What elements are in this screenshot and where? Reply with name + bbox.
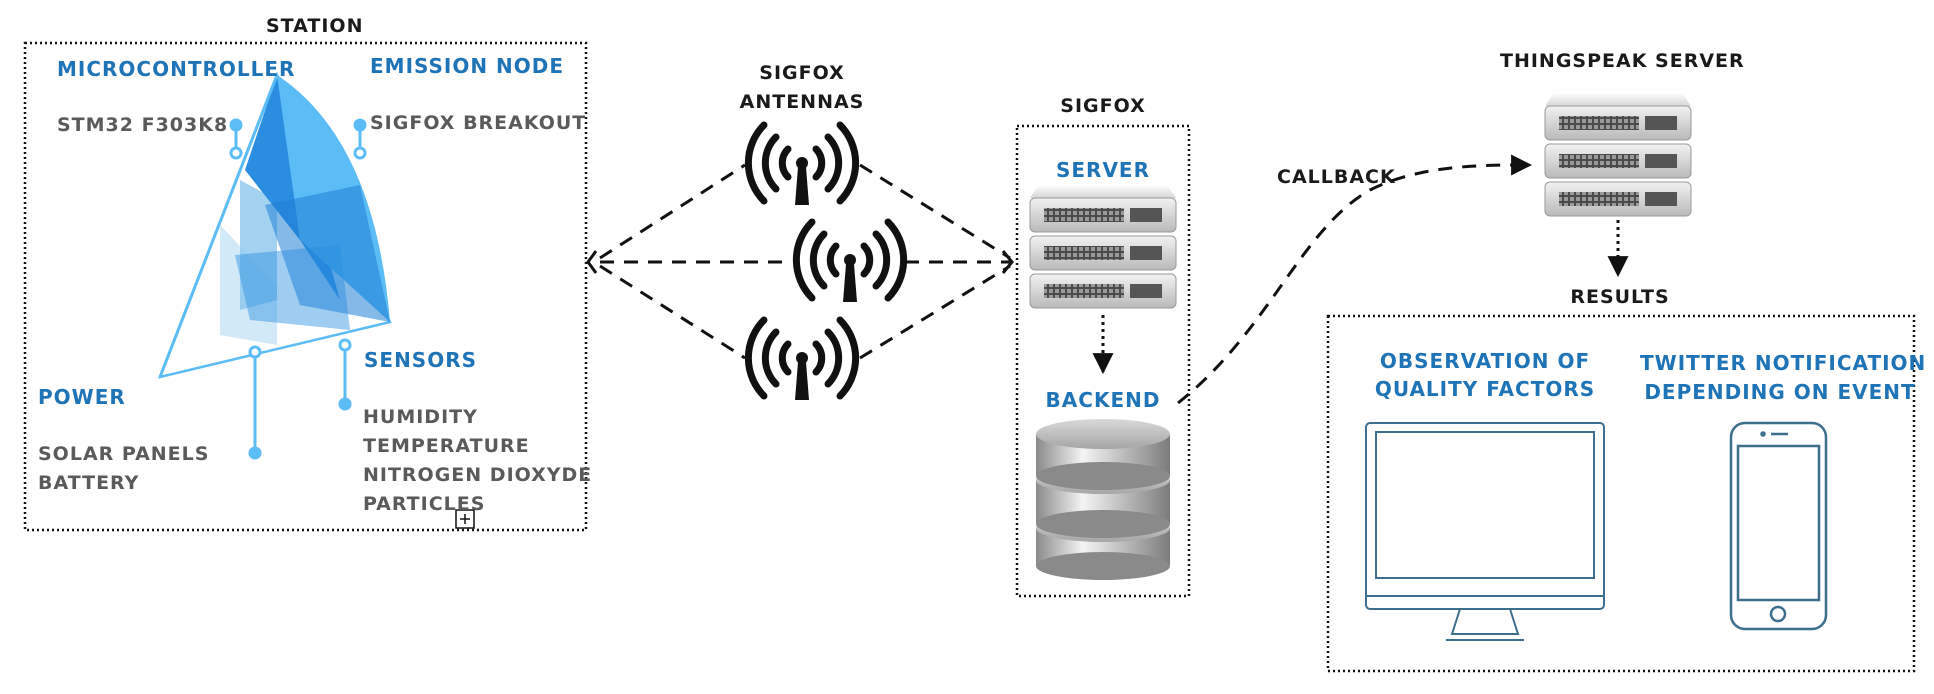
server-icon xyxy=(1544,94,1692,217)
sensor-item: PARTICLES xyxy=(363,493,486,515)
database-icon xyxy=(1036,419,1170,580)
antenna-icon xyxy=(744,121,860,205)
power-heading: POWER xyxy=(38,385,126,409)
pin-emission-node xyxy=(353,118,367,160)
sensor-item: TEMPERATURE xyxy=(363,435,530,457)
results-title: RESULTS xyxy=(1570,286,1670,308)
twitter-label-line2: DEPENDING ON EVENT xyxy=(1644,380,1916,404)
pin-sensors xyxy=(338,338,352,411)
antennas-title-line2: ANTENNAS xyxy=(739,91,865,113)
antenna-icon xyxy=(744,316,860,400)
observation-label-line2: QUALITY FACTORS xyxy=(1374,377,1596,401)
power-item: SOLAR PANELS xyxy=(38,443,210,465)
pin-microcontroller xyxy=(229,118,243,160)
sigfox-backend-label: BACKEND xyxy=(1045,388,1161,412)
thingspeak-title: THINGSPEAK SERVER xyxy=(1500,50,1745,72)
emission-node-heading: EMISSION NODE xyxy=(370,54,565,78)
callback-arrow xyxy=(1177,154,1533,405)
pin-power xyxy=(248,345,262,460)
microcontroller-model: STM32 F303K8 xyxy=(57,114,229,136)
station-frame xyxy=(23,41,588,532)
antenna-links xyxy=(599,163,1011,360)
observation-label-line1: OBSERVATION OF xyxy=(1379,349,1591,373)
expand-icon[interactable] xyxy=(455,509,475,529)
antenna-icon xyxy=(792,218,908,302)
twitter-label-line1: TWITTER NOTIFICATION xyxy=(1640,351,1927,375)
sigfox-server-label: SERVER xyxy=(1055,158,1150,182)
microcontroller-heading: MICROCONTROLLER xyxy=(57,57,296,81)
emission-node-module: SIGFOX BREAKOUT xyxy=(370,112,587,134)
antennas-title-line1: SIGFOX xyxy=(759,62,845,84)
callback-label: CALLBACK xyxy=(1277,166,1396,188)
sigfox-frame xyxy=(1015,124,1191,598)
sail-icon xyxy=(157,71,392,379)
monitor-icon xyxy=(1365,422,1605,641)
sensors-heading: SENSORS xyxy=(364,348,478,372)
power-item: BATTERY xyxy=(38,472,140,494)
station-title: STATION xyxy=(266,15,364,37)
phone-icon xyxy=(1729,421,1828,631)
server-icon xyxy=(1029,186,1177,309)
sensor-item: HUMIDITY xyxy=(363,406,478,428)
sensor-item: NITROGEN DIOXYDE xyxy=(363,464,593,486)
sigfox-title: SIGFOX xyxy=(1060,95,1146,117)
